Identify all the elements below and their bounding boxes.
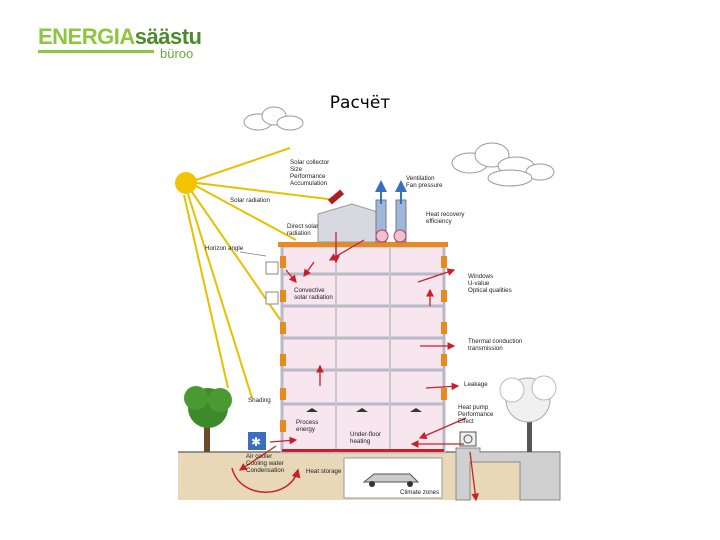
label-solar-radiation: Solar radiation [230, 197, 270, 204]
slide-title: Расчёт [329, 93, 391, 113]
label-process-energy-line1: Process [296, 419, 318, 426]
label-solar-collector-line1: Solar collector [290, 159, 329, 166]
label-air-cooler-line2: Cooling water [246, 460, 284, 467]
label-underfloor-line1: Under-floor [350, 431, 381, 438]
label-heat-pump-line1: Heat pump [458, 404, 489, 411]
retaining-wall [455, 447, 561, 501]
label-ventilation-line1: Ventilation [406, 175, 435, 182]
brand-logo: ENERGIAsäästu büroo [38, 24, 202, 61]
label-solar-collector-line3: Performance [290, 173, 326, 180]
label-air-cooler-line1: Air cooler [246, 453, 272, 460]
tree-icon [184, 386, 232, 452]
label-process-energy-line2: energy [296, 426, 316, 433]
label-windows-line3: Optical qualities [468, 287, 512, 294]
label-air-cooler-line3: Condensation [246, 467, 285, 474]
label-direct-solar-line1: Direct solar [287, 223, 318, 230]
logo-underline [38, 50, 154, 53]
label-ventilation-line2: Fan pressure [406, 182, 443, 189]
label-heat-storage: Heat storage [306, 468, 342, 475]
heat-pump-icon [459, 431, 477, 447]
logo-sub: büroo [160, 46, 194, 61]
label-thermal-conduction-line2: transmission [468, 345, 503, 352]
label-horizon-angle: Horizon angle [205, 245, 244, 252]
label-heat-recovery-line2: efficiency [426, 218, 453, 225]
label-solar-collector-line4: Accumulation [290, 180, 328, 187]
logo-wordmark: ENERGIAsäästu [38, 24, 202, 49]
label-direct-solar-line2: radiation [287, 230, 311, 237]
air-cooler-icon [248, 432, 266, 450]
label-climate-zones: Climate zones [400, 489, 439, 496]
cloud-left [243, 106, 304, 131]
ventilation-arrows [375, 180, 407, 204]
label-heat-pump-line2: Performance [458, 411, 494, 418]
svg-text:✱: ✱ [251, 435, 261, 449]
garage [343, 457, 443, 499]
label-windows-line1: Windows [468, 273, 493, 280]
sun-rays [183, 147, 337, 399]
sun-icon [175, 172, 197, 194]
label-shading: Shading [248, 397, 271, 404]
snowy-tree-icon [499, 375, 557, 452]
label-leakage: Leakage [464, 381, 488, 388]
building [265, 189, 448, 454]
label-underfloor-line2: heating [350, 438, 371, 445]
label-convective-line2: solar radiation [294, 294, 333, 301]
label-thermal-conduction-line1: Thermal conduction [468, 338, 523, 345]
cloud-right [451, 142, 555, 187]
label-solar-collector-line2: Size [290, 166, 303, 173]
energy-flow-arrows [238, 232, 480, 502]
label-windows-line2: U-value [468, 280, 490, 287]
lamp-icons [306, 408, 422, 412]
label-heat-pump-line3: Effect [458, 418, 474, 425]
label-heat-recovery-line1: Heat recovery [426, 211, 465, 218]
label-convective-line1: Convective [294, 287, 325, 294]
logo-part1: ENERGIA [38, 24, 135, 49]
logo-part2: säästu [134, 24, 202, 49]
